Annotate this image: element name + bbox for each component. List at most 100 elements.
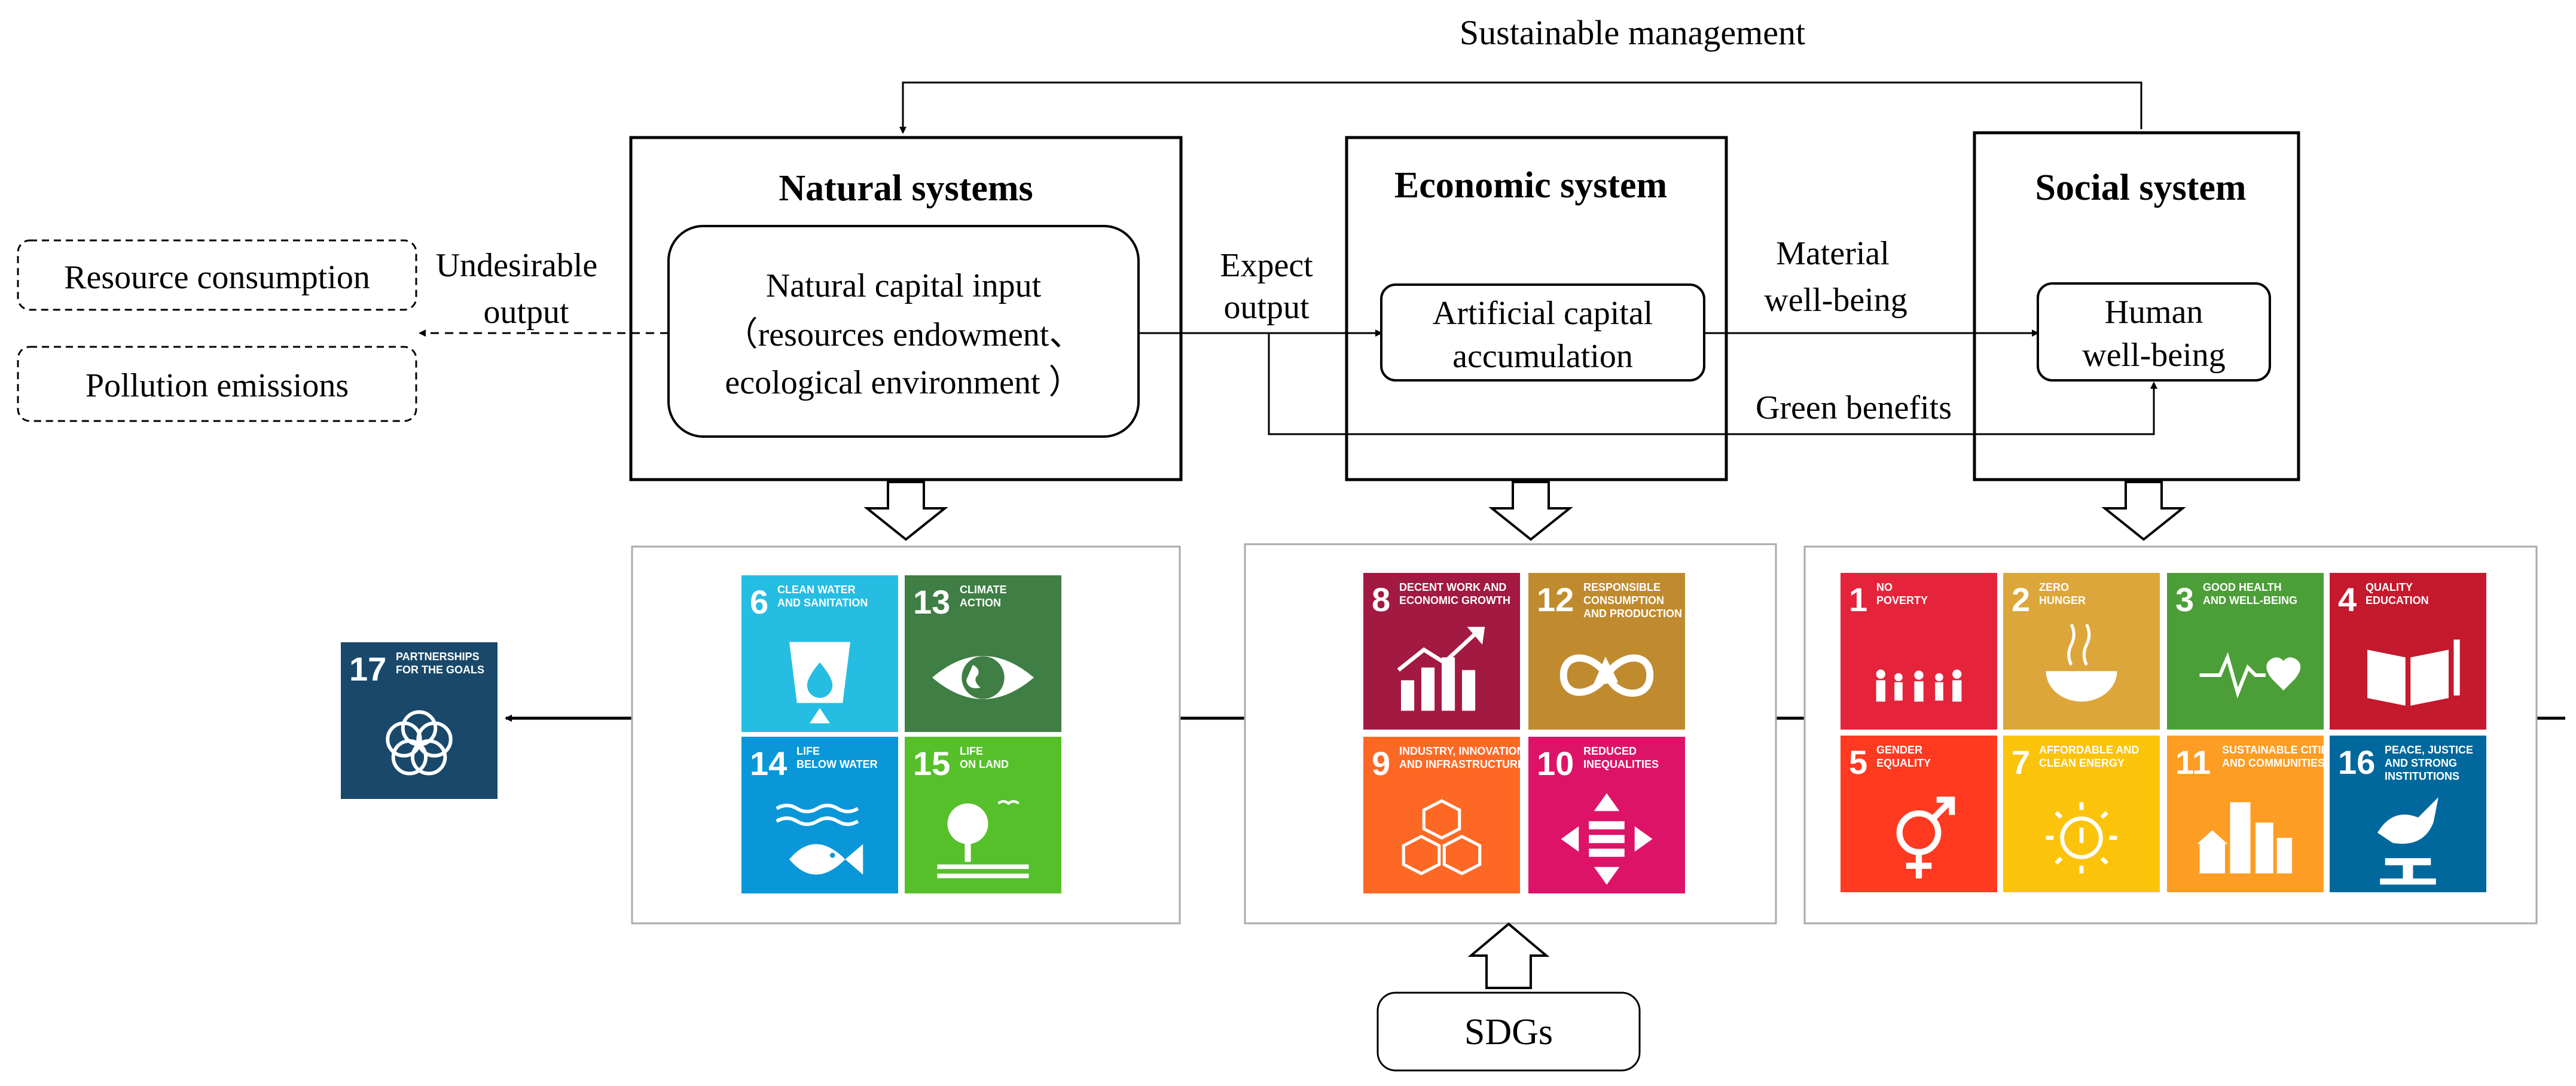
expect-label-line1: Expect	[1220, 247, 1313, 284]
sdg-goal-number: 14	[750, 745, 787, 782]
sdg-goal-number: 5	[1849, 743, 1867, 781]
sdg-goal-label: LIFE	[796, 745, 820, 757]
sdg-goal-label: EQUALITY	[1876, 757, 1931, 769]
sdg-goal-number: 17	[349, 650, 386, 688]
infinity-icon	[1559, 654, 1654, 697]
human-wellbeing-line1: Human	[2105, 294, 2203, 331]
sdg-goal-label: PARTNERSHIPS	[396, 651, 480, 663]
social-system-title: Social system	[2035, 167, 2246, 208]
sdg-goal-label: ZERO	[2039, 581, 2069, 593]
cubes-icon	[1402, 799, 1482, 875]
sdg-goal-label: AND PRODUCTION	[1583, 608, 1682, 620]
pollution-emissions-label: Pollution emissions	[86, 367, 349, 404]
sdg-goal-label: AND WELL-BEING	[2203, 594, 2297, 606]
sdg-goal-number: 15	[913, 745, 950, 782]
book-pencil-icon	[2367, 639, 2460, 706]
artificial-capital-line1: Artificial capital	[1433, 295, 1653, 332]
sdg-goal-label: AND COMMUNITIES	[2222, 757, 2325, 769]
sustainable-management-label: Sustainable management	[1460, 13, 1805, 52]
economic-system-title: Economic system	[1394, 165, 1667, 206]
sdg-goal-label: DECENT WORK AND	[1399, 581, 1506, 593]
sdg-goal-number: 16	[2338, 743, 2375, 781]
economic-down-arrow	[1488, 481, 1573, 541]
sdg-goal-number: 8	[1372, 581, 1390, 618]
fish-waves-icon	[776, 803, 863, 875]
interlocking-rings-icon	[386, 710, 453, 776]
sdg-goal-label: GOOD HEALTH	[2203, 581, 2282, 593]
sdg-tile-background	[905, 575, 1061, 732]
sdg-tile-background	[2003, 573, 2160, 730]
artificial-capital-line2: accumulation	[1452, 338, 1633, 375]
sdg-goal-label: POVERTY	[1876, 594, 1928, 606]
equality-arrows-icon	[1561, 793, 1653, 885]
green-benefits-label: Green benefits	[1756, 389, 1952, 426]
sdg-goal-label: QUALITY	[2366, 581, 2413, 593]
sdg-goal-label: EDUCATION	[2366, 594, 2429, 606]
sdg-goal-number: 12	[1537, 581, 1574, 618]
social-down-arrow	[2101, 481, 2186, 541]
natural-capital-input-line2: （resources endowment、	[725, 316, 1083, 353]
sdg-goal-number: 2	[2012, 581, 2030, 618]
dove-gavel-icon	[2377, 797, 2438, 885]
sdg-goal-label: CLIMATE	[960, 584, 1007, 596]
sdg-goal-label: CLEAN WATER	[777, 584, 856, 596]
sdgs-box	[1376, 992, 1641, 1072]
sdg-goal-label: AND INFRASTRUCTURE	[1399, 758, 1525, 770]
sdg-goal-label: GENDER	[1876, 744, 1922, 756]
sdgs-up-arrow	[1467, 922, 1550, 989]
material-label-line1: Material	[1776, 235, 1890, 272]
undesirable-label-line2: output	[483, 294, 569, 331]
water-drop-glass-icon	[789, 642, 850, 724]
sdg-tile-background	[2167, 573, 2324, 730]
sdg-goal-label: AND SANITATION	[777, 597, 868, 609]
sdg-goal-label: SUSTAINABLE CITIES	[2222, 744, 2336, 756]
sdg-goal-number: 10	[1537, 745, 1574, 782]
sdg-goal-label: BELOW WATER	[796, 758, 878, 770]
sdg-goal-label: NO	[1876, 581, 1893, 593]
green-benefits-arrow	[1268, 333, 2157, 435]
sdg-goal-label: LIFE	[960, 745, 983, 757]
sdg-goal-label: HUNGER	[2039, 594, 2086, 606]
sdg-goal-label: ON LAND	[960, 758, 1009, 770]
sdg-goal-label: AND STRONG	[2385, 757, 2457, 769]
sdg-goal-label: CONSUMPTION	[1583, 594, 1664, 606]
sdg-goal-label: INEQUALITIES	[1583, 758, 1659, 770]
natural-systems-box: Natural systems Natural capital input （r…	[629, 136, 1183, 481]
undesirable-label-line1: Undesirable	[436, 247, 598, 284]
gender-symbol-icon	[1896, 797, 1955, 879]
sdg-goal-label: CLEAN ENERGY	[2039, 757, 2125, 769]
people-family-icon	[1876, 669, 1962, 702]
city-buildings-icon	[2197, 802, 2293, 874]
sdg-goal-number: 4	[2338, 581, 2357, 618]
social-system-box: Social system Human well-being	[1973, 131, 2300, 481]
sdg-goal-number: 9	[1372, 745, 1390, 782]
natural-capital-input-line1: Natural capital input	[766, 267, 1042, 304]
sdg-goal-label: RESPONSIBLE	[1583, 581, 1661, 593]
sdg-goal-number: 6	[750, 583, 768, 621]
sdg-goal-label: REDUCED	[1583, 745, 1637, 757]
heartbeat-icon	[2199, 652, 2301, 698]
economic-system-box: Economic system Artificial capital accum…	[1345, 136, 1728, 481]
sustainable-management-arrow	[899, 81, 2142, 134]
sdg-goal-number: 3	[2175, 581, 2194, 618]
sdgs-label: SDGs	[1464, 1012, 1553, 1053]
eye-globe-icon	[932, 655, 1034, 700]
sdg-tile-background	[1841, 573, 1997, 730]
human-wellbeing-line2: well-being	[2082, 337, 2225, 374]
sdg-goal-number: 7	[2012, 743, 2030, 781]
tree-birds-icon	[937, 800, 1029, 878]
